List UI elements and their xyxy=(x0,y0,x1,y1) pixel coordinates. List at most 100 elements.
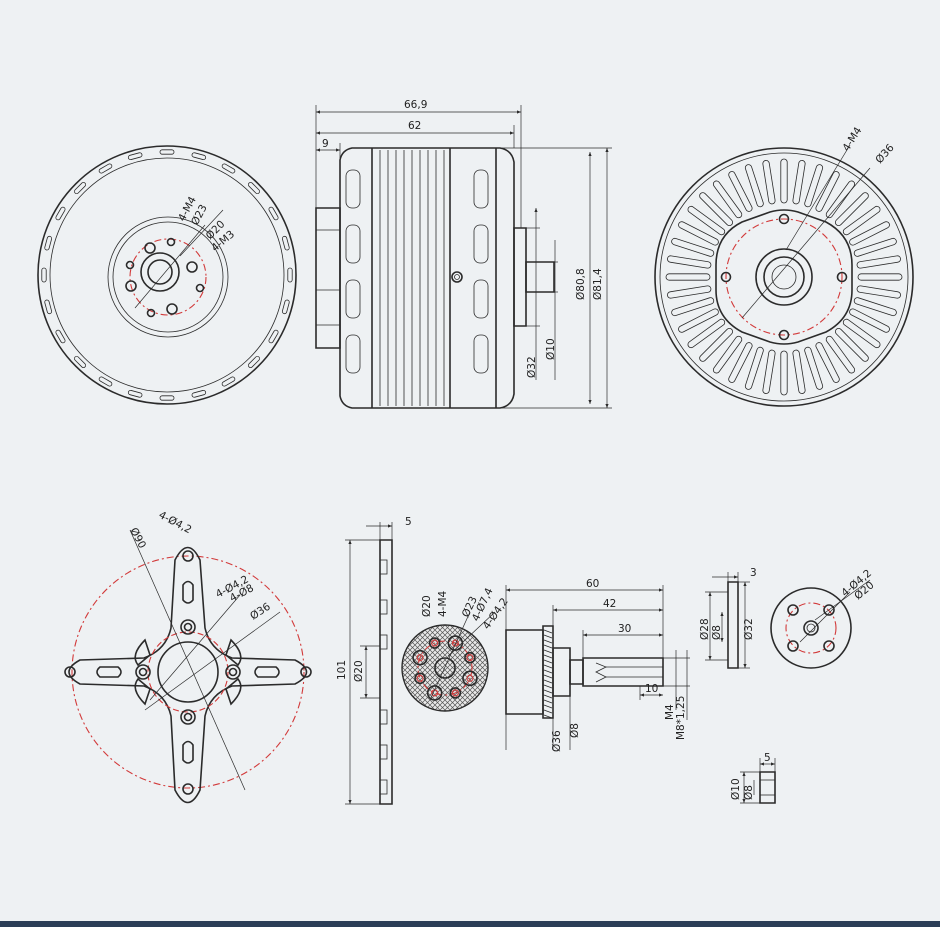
vent-slot xyxy=(345,224,361,264)
rotor-fin xyxy=(804,164,824,208)
shaft-dim-60: 60 xyxy=(586,578,599,590)
rotor-fin xyxy=(842,205,881,236)
rim-slot xyxy=(191,389,207,398)
knurl-line xyxy=(543,634,553,639)
rotor-fin xyxy=(815,342,840,383)
rotor-fin xyxy=(834,327,869,362)
plate-hole xyxy=(426,685,443,701)
rotor-fin xyxy=(853,297,897,317)
rear-label-4m4: 4-M4 xyxy=(840,125,864,154)
adapter-side-dim-d8: Ø8 xyxy=(711,625,723,640)
knurl-line xyxy=(543,664,553,669)
rim-slot xyxy=(159,395,175,401)
rotor-fin xyxy=(856,285,901,299)
knurl-line xyxy=(543,639,553,644)
knurl-line xyxy=(543,649,553,654)
rotor-fin xyxy=(744,346,764,390)
side-dim-9: 9 xyxy=(322,138,329,150)
side-dim-62: 62 xyxy=(408,120,421,132)
rotor-fin xyxy=(678,308,719,333)
mount-hole-outer xyxy=(180,709,196,725)
plate-hole-center xyxy=(466,654,474,662)
rear-label-d36: Ø36 xyxy=(873,142,897,166)
mount-hole xyxy=(125,260,135,270)
knurl-line xyxy=(543,629,553,634)
adapter-side-dim-d28: Ø28 xyxy=(699,618,711,640)
knurl-line xyxy=(543,709,553,714)
arm-end-hole xyxy=(182,550,194,562)
carbon-label-4m4: 4-M4 xyxy=(437,590,449,617)
arm-end-hole xyxy=(64,666,76,678)
rotor-fin xyxy=(780,350,788,396)
rotor-fin xyxy=(849,221,890,246)
rim-slot xyxy=(44,299,53,315)
rear-view: 4-M4 Ø36 xyxy=(654,125,914,407)
mount-hole xyxy=(166,303,178,315)
knurl-line xyxy=(543,694,553,699)
rotor-fin xyxy=(857,273,903,281)
knurl-line xyxy=(543,699,553,704)
rotor-fin xyxy=(712,335,743,374)
shaft-dim-d8: Ø8 xyxy=(569,723,581,738)
rim-slot xyxy=(41,267,47,283)
rim-slot xyxy=(268,329,279,344)
mount-hole-outer xyxy=(225,664,241,680)
side-dim-d10: Ø10 xyxy=(545,338,557,360)
plate-hole-center xyxy=(416,674,424,682)
rim-slot xyxy=(159,149,175,155)
vent-slot xyxy=(345,279,361,319)
shaft-view: 60 42 30 10 M4 M8*1,25 Ø36 Ø8 xyxy=(505,578,690,752)
vent-slot xyxy=(345,169,361,209)
adapter-side-dim-3: 3 xyxy=(750,567,757,579)
knurl-line xyxy=(543,644,553,649)
mount-hole xyxy=(146,308,156,318)
side-dim-d80-8: Ø80,8 xyxy=(575,268,587,300)
rotor-fin xyxy=(792,349,806,394)
rim-slot xyxy=(98,376,113,387)
rotor-fin xyxy=(687,318,726,349)
profile-notch xyxy=(379,744,388,760)
plate-side-dim-5: 5 xyxy=(405,516,412,528)
vent-slot xyxy=(345,334,361,374)
plate-hole-center xyxy=(451,639,459,647)
rotor-fin xyxy=(665,273,711,281)
prop-adapter-side-view: 3 Ø28 Ø8 Ø32 xyxy=(699,567,757,669)
plate-hole-center xyxy=(466,674,474,682)
rotor-fin xyxy=(834,192,869,227)
plate-side-dim-101: 101 xyxy=(336,660,348,680)
front-view: 4-M4 Ø23 Ø20 4-M3 xyxy=(37,145,297,405)
rotor-fin xyxy=(762,349,776,394)
rim-slot xyxy=(98,163,113,174)
rotor-fin xyxy=(667,255,712,269)
vent-slot xyxy=(473,224,489,264)
shaft-dim-30: 30 xyxy=(618,623,631,635)
vent-slot xyxy=(473,279,489,319)
profile-notch xyxy=(379,779,388,795)
side-dim-66-9: 66,9 xyxy=(404,99,427,111)
shaft-dim-10: 10 xyxy=(645,683,658,695)
shaft-dim-m8: M8*1,25 xyxy=(675,696,687,740)
rotor-fin xyxy=(780,158,788,204)
plate-hole xyxy=(464,651,476,664)
mount-hole-outer xyxy=(180,619,196,635)
rotor-fin xyxy=(825,180,856,219)
rim-slot xyxy=(55,206,66,221)
plate-hole xyxy=(414,672,426,685)
side-dim-d81-4: Ø81,4 xyxy=(592,268,604,300)
plate-hole xyxy=(449,687,462,699)
spacer-dim-d8: Ø8 xyxy=(743,785,755,800)
mount-hole xyxy=(125,280,137,292)
rotor-fin xyxy=(825,335,856,374)
knurl-line xyxy=(543,704,553,709)
rotor-fin xyxy=(667,285,712,299)
plate-side-dim-d20: Ø20 xyxy=(353,660,365,682)
bottom-bar xyxy=(0,921,940,927)
rim-slot xyxy=(247,182,260,195)
rim-slot xyxy=(127,389,143,398)
rim-slot xyxy=(44,235,53,251)
plate-label-d90: Ø90 xyxy=(127,526,148,551)
knurl-line xyxy=(543,679,553,684)
rotor-fin xyxy=(842,318,881,349)
rotor-fin xyxy=(849,308,890,333)
